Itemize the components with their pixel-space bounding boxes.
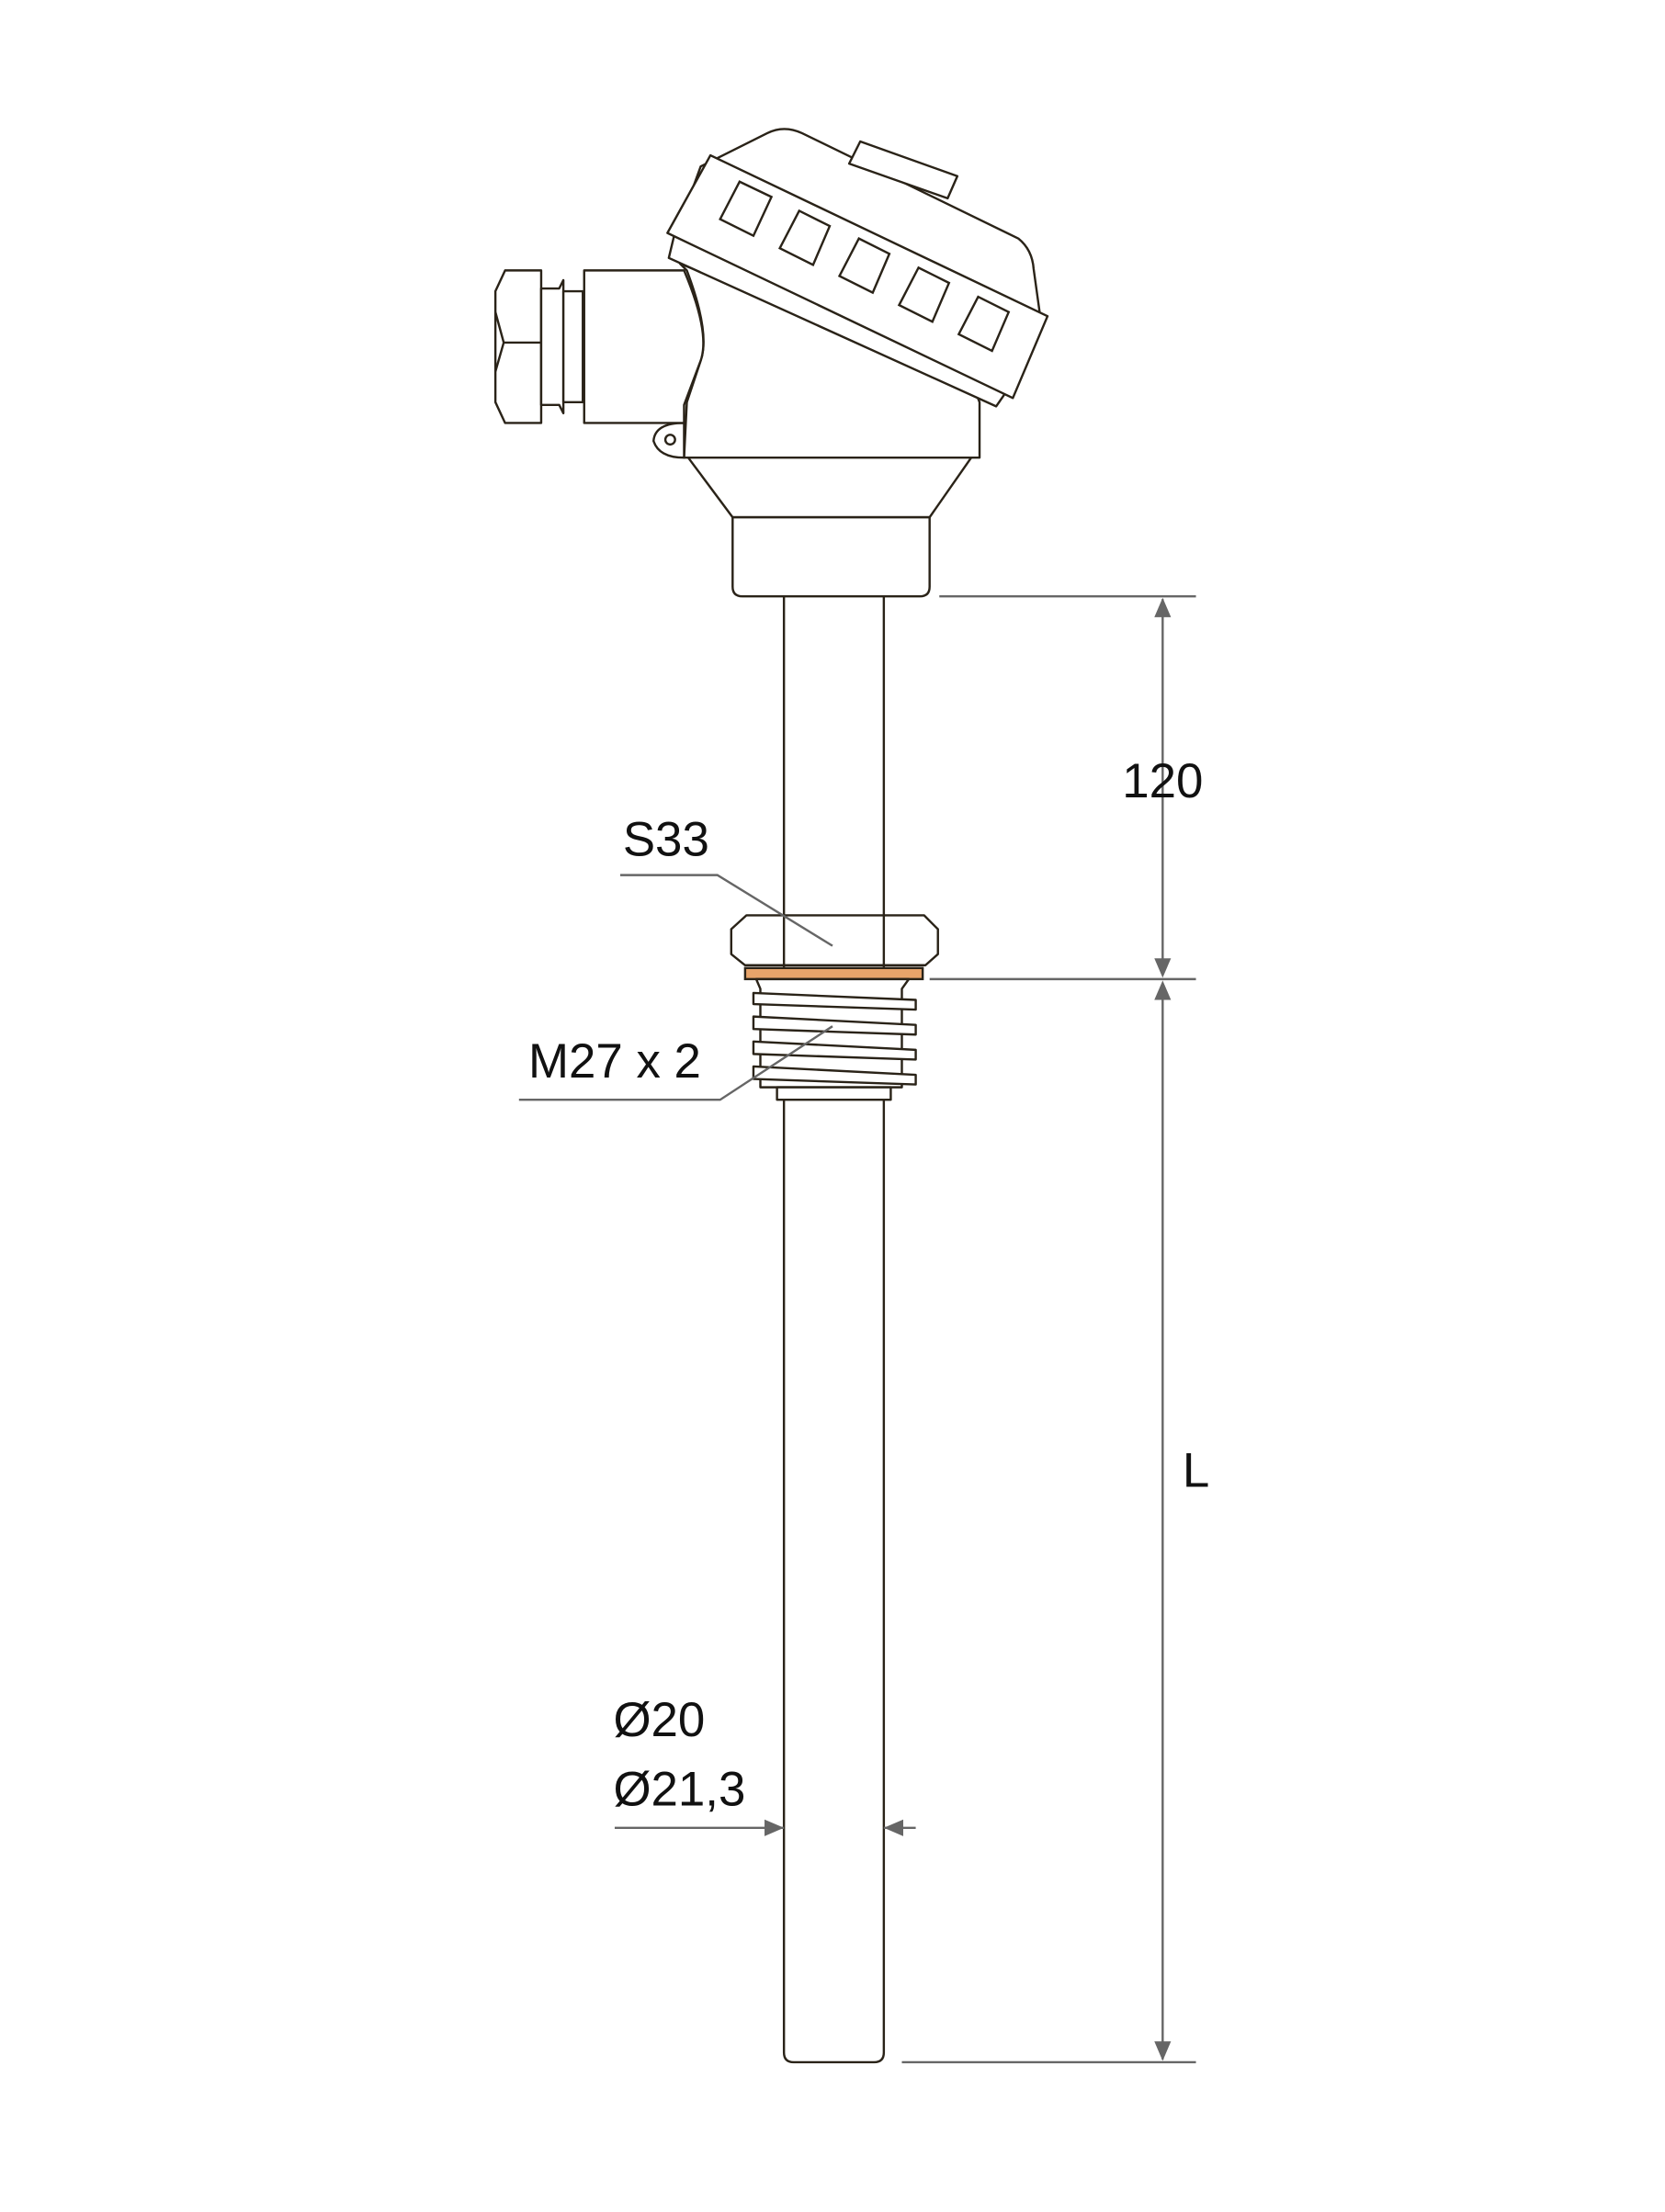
diameter-2-label: Ø21,3 [613,1763,745,1817]
connection-head [652,128,1049,598]
cable-lug [652,422,685,459]
hex-size-label: S33 [623,812,709,866]
head-neck [731,515,931,598]
diameter-1-label: Ø20 [613,1693,705,1747]
head-tab [847,140,959,200]
dim-120-label: 120 [1122,754,1203,808]
protection-tube [782,594,886,2064]
cable-gland [493,269,705,424]
length-label: L [1183,1443,1209,1497]
gland-nut [493,269,543,424]
thread-leader [518,1025,833,1101]
thread-turns [752,991,917,1086]
gland-body [583,269,705,424]
head-cone [686,456,973,519]
thread-end-ring [776,1086,892,1101]
gasket [743,966,924,981]
hex-nut [730,914,939,966]
lid-slots [719,180,1011,353]
gland-collar [539,278,565,415]
process-connection [730,914,939,1101]
dimension-lines [518,594,1196,2064]
hex-leader [620,874,833,947]
lug-hole [663,434,676,446]
thread-label: M27 x 2 [528,1034,701,1089]
